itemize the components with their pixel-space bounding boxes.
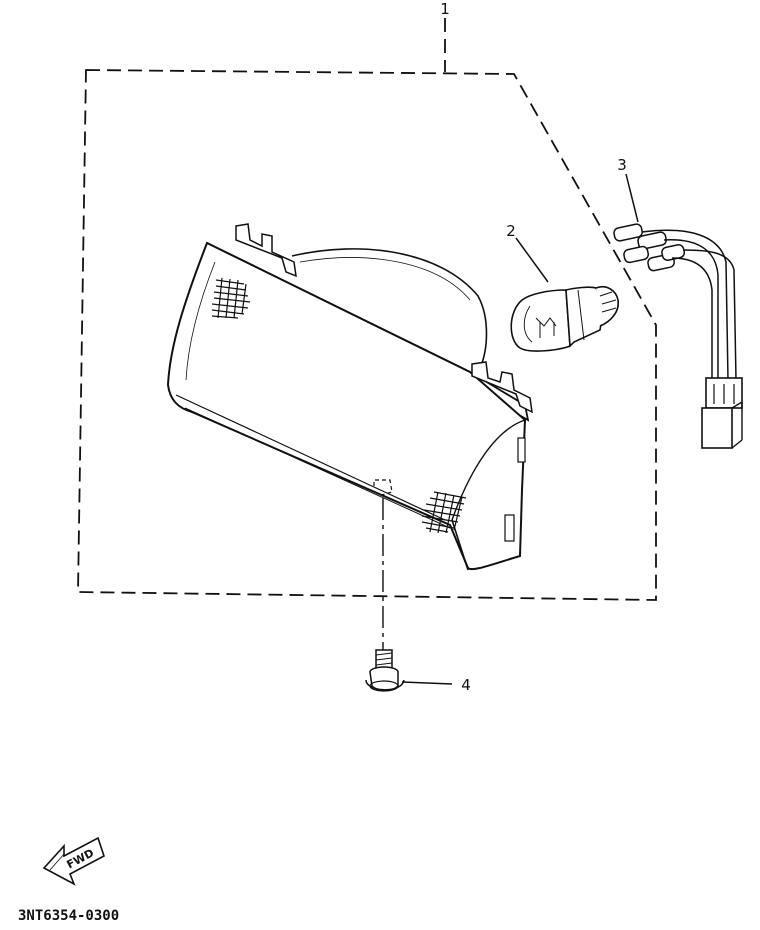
fwd-arrow-icon: FWD [42, 836, 105, 886]
part-code: 3NT6354-0300 [18, 908, 119, 924]
lens-texture-upper [211, 277, 251, 319]
screw-hole-marker [373, 479, 393, 497]
callout-2-label: 2 [506, 222, 516, 240]
callout-4-label: 4 [461, 676, 471, 694]
socket-wire-harness [613, 223, 743, 449]
mounting-tab-right [471, 361, 533, 414]
callout-3-leader [625, 173, 639, 223]
screw [365, 649, 405, 692]
callout-3-label: 3 [617, 156, 627, 174]
callout-2-leader [515, 237, 549, 283]
bulb [510, 285, 620, 352]
callout-4-leader [401, 681, 453, 685]
lamp-housing [166, 241, 530, 571]
mounting-tab-left [235, 223, 297, 278]
lens-texture-lower [421, 491, 467, 534]
assembly-boundary [77, 69, 657, 601]
callout-1-label: 1 [440, 0, 450, 18]
